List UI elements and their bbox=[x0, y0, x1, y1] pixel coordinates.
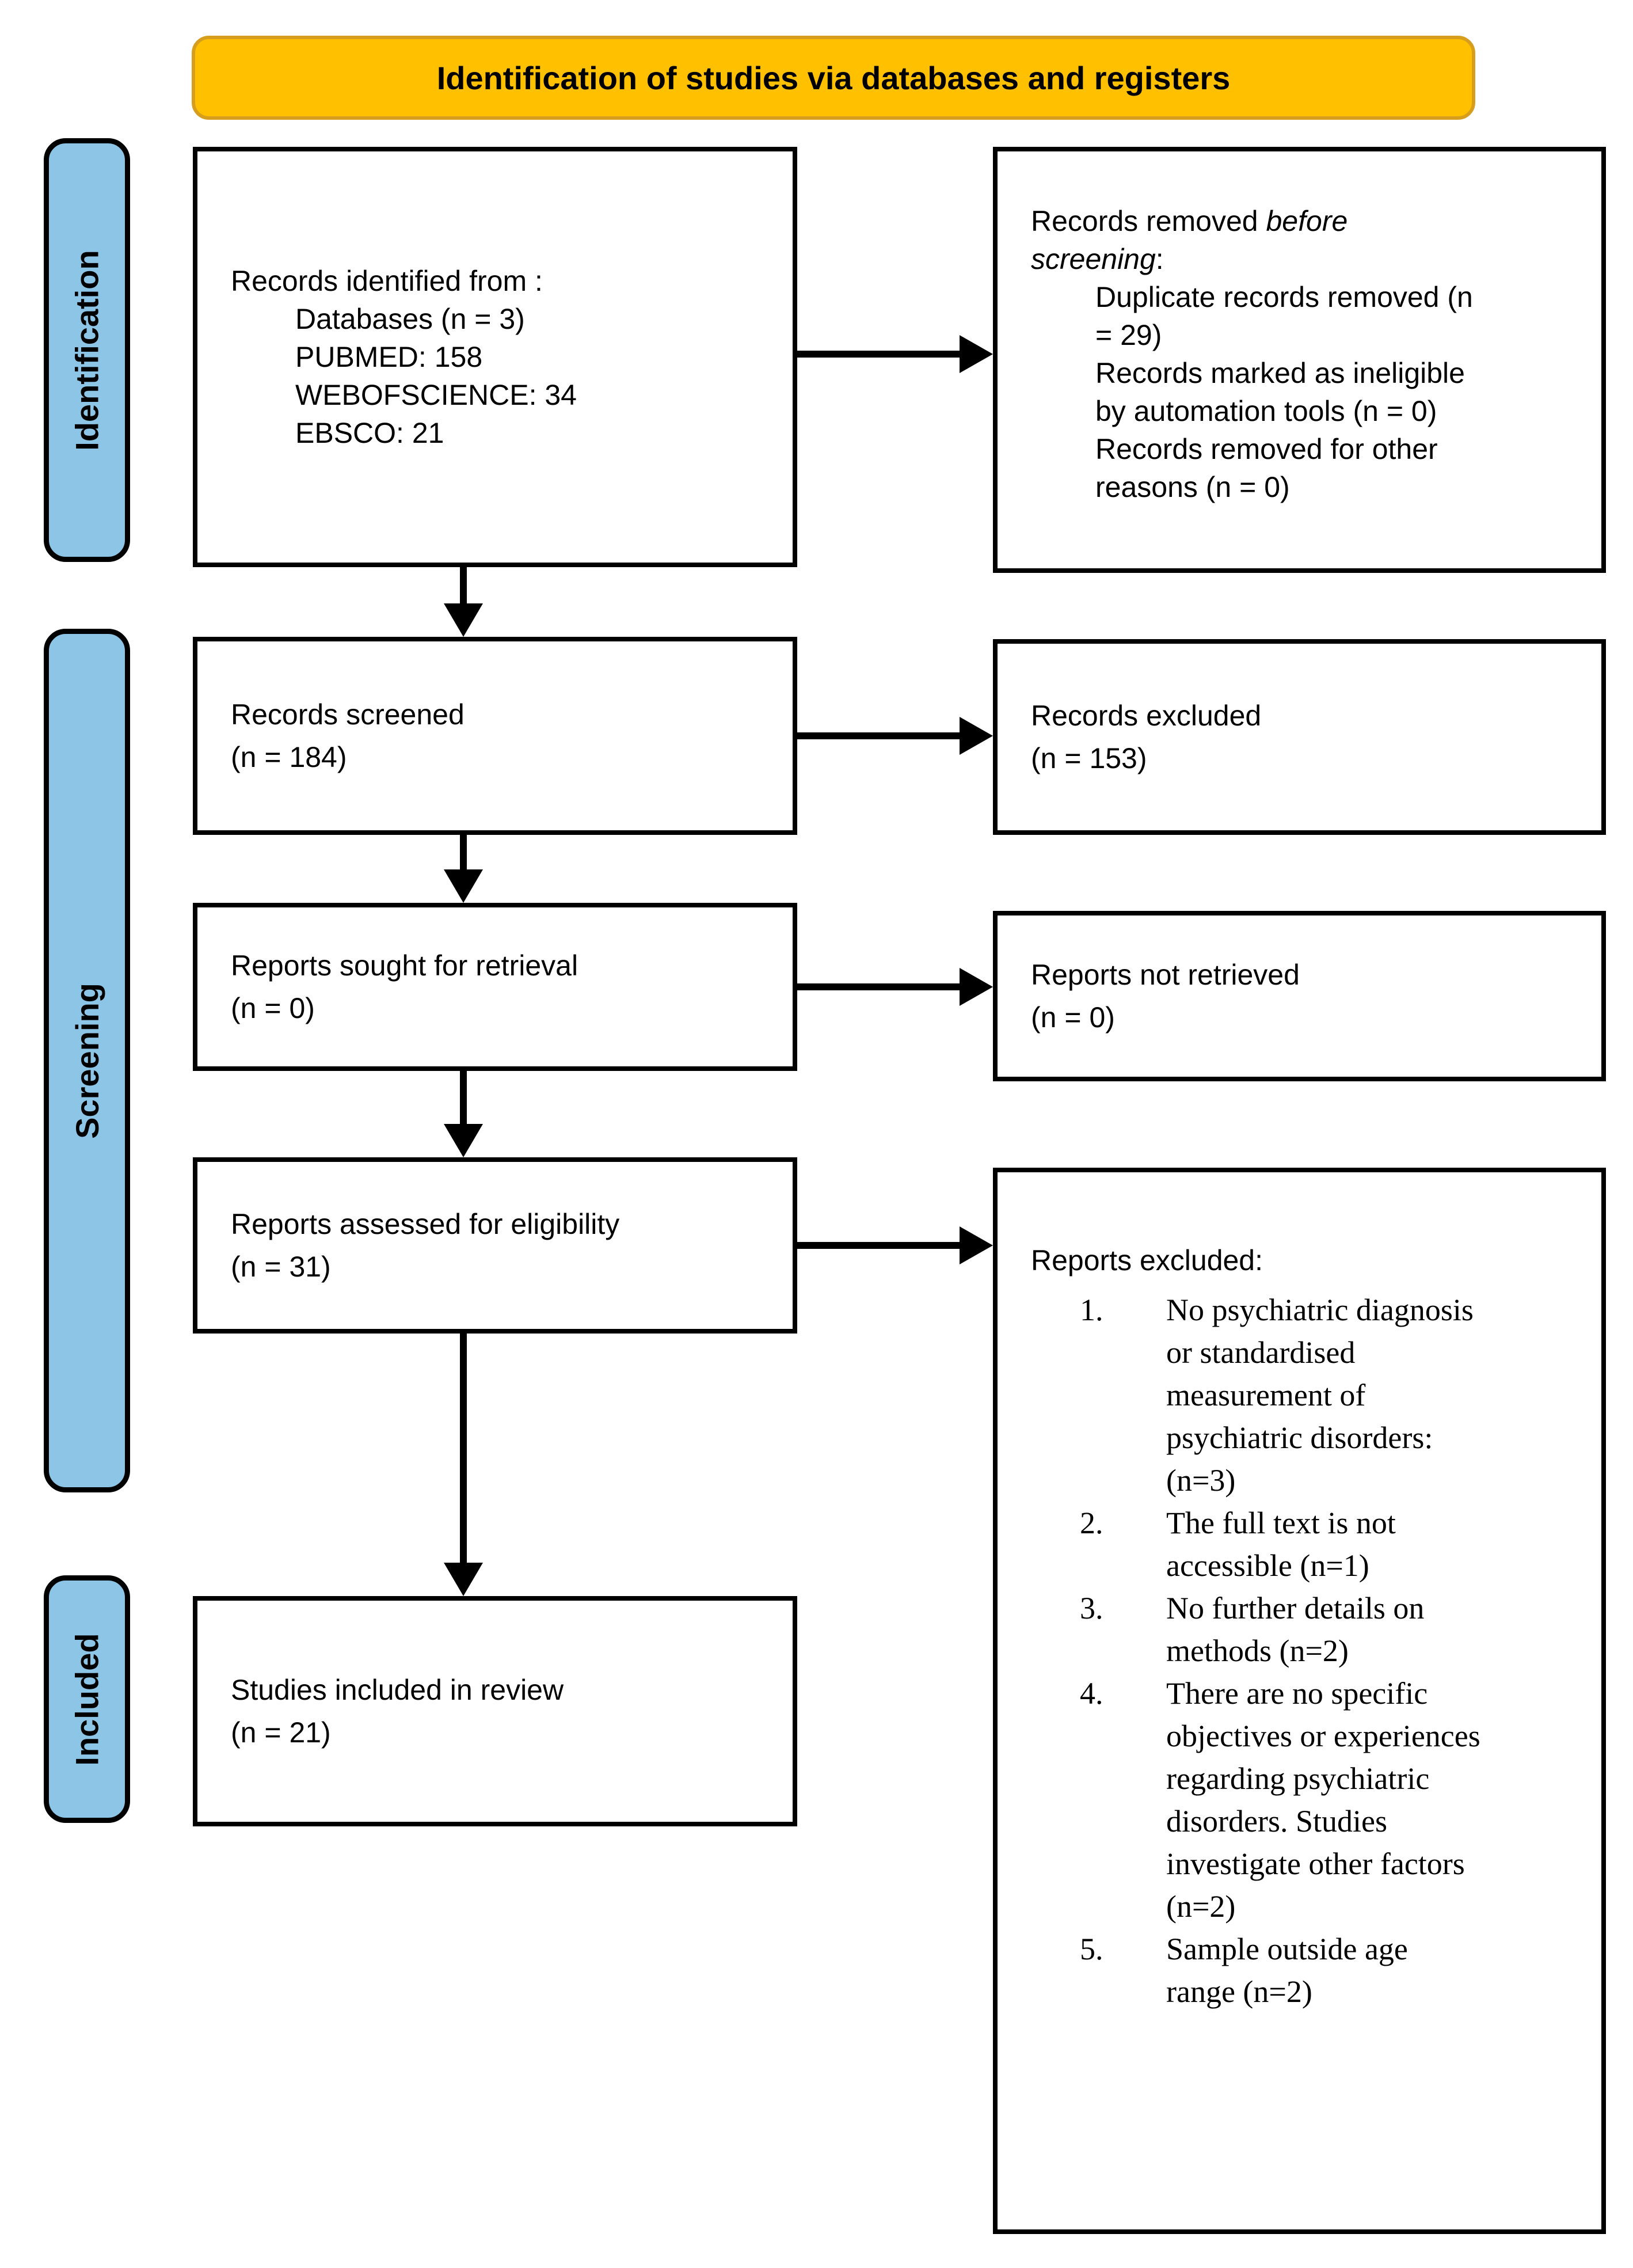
item-number: 5. bbox=[1080, 1932, 1103, 1966]
records-excluded-text: Records excluded (n = 153) bbox=[1031, 700, 1262, 774]
box-reports-sought: Reports sought for retrieval (n = 0) bbox=[193, 903, 797, 1071]
records-removed-item-automation: Records marked as ineligible by automati… bbox=[1095, 357, 1465, 427]
item-number: 3. bbox=[1080, 1591, 1103, 1625]
reports-excluded-item-1: 1. No psychiatric diagnosis or standardi… bbox=[1031, 1289, 1585, 1502]
item-number: 2. bbox=[1080, 1506, 1103, 1540]
reports-excluded-item-5: 5. Sample outside age range (n=2) bbox=[1031, 1928, 1585, 2013]
diagram-title-banner: Identification of studies via databases … bbox=[192, 36, 1475, 120]
reports-excluded-item-2: 2. The full text is not accessible (n=1) bbox=[1031, 1502, 1585, 1587]
item-text: Sample outside age range (n=2) bbox=[1166, 1932, 1408, 2009]
records-identified-databases: Databases (n = 3) bbox=[295, 303, 525, 335]
arrow-assessed-to-reports-excluded-icon bbox=[797, 1226, 993, 1265]
records-removed-intro-italic1: before bbox=[1266, 205, 1348, 237]
arrow-assessed-to-included-icon bbox=[443, 1334, 484, 1596]
item-text: No psychiatric diagnosis or standardised… bbox=[1166, 1293, 1474, 1498]
reports-sought-text: Reports sought for retrieval (n = 0) bbox=[231, 949, 578, 1024]
records-identified-webofscience: WEBOFSCIENCE: 34 bbox=[295, 379, 577, 411]
reports-not-retrieved-text: Reports not retrieved (n = 0) bbox=[1031, 959, 1300, 1034]
box-records-identified: Records identified from : Databases (n =… bbox=[193, 147, 797, 567]
diagram-title: Identification of studies via databases … bbox=[436, 59, 1231, 96]
records-identified-intro: Records identified from : bbox=[231, 265, 543, 297]
records-identified-ebsco: EBSCO: 21 bbox=[295, 417, 444, 449]
reports-assessed-text: Reports assessed for eligibility (n = 31… bbox=[231, 1208, 620, 1283]
box-reports-excluded: Reports excluded: 1. No psychiatric diag… bbox=[993, 1168, 1606, 2234]
studies-included-text: Studies included in review (n = 21) bbox=[231, 1674, 564, 1749]
records-removed-intro-line1: Records removed before bbox=[1031, 202, 1585, 240]
stage-label-identification: Identification bbox=[44, 138, 130, 562]
item-number: 1. bbox=[1080, 1293, 1103, 1327]
reports-excluded-item-3: 3. No further details on methods (n=2) bbox=[1031, 1587, 1585, 1672]
arrow-screened-to-excluded-icon bbox=[797, 716, 993, 755]
stage-label-included: Included bbox=[44, 1575, 130, 1823]
arrow-screened-to-sought-icon bbox=[443, 835, 484, 903]
item-text: No further details on methods (n=2) bbox=[1166, 1591, 1425, 1668]
box-records-removed: Records removed before screening: Duplic… bbox=[993, 147, 1606, 573]
arrow-identified-to-screened-icon bbox=[443, 567, 484, 637]
item-text: There are no specific objectives or expe… bbox=[1166, 1676, 1480, 1924]
box-records-screened: Records screened (n = 184) bbox=[193, 637, 797, 835]
records-removed-item-duplicates: Duplicate records removed (n = 29) bbox=[1095, 281, 1473, 351]
records-removed-intro-line2: screening: bbox=[1031, 240, 1585, 278]
box-studies-included: Studies included in review (n = 21) bbox=[193, 1596, 797, 1826]
item-text: The full text is not accessible (n=1) bbox=[1166, 1506, 1396, 1583]
stage-label-screening: Screening bbox=[44, 629, 130, 1492]
reports-excluded-list: 1. No psychiatric diagnosis or standardi… bbox=[1031, 1289, 1585, 2013]
stage-label-screening-text: Screening bbox=[68, 982, 105, 1139]
stage-label-included-text: Included bbox=[68, 1632, 105, 1766]
reports-excluded-title: Reports excluded: bbox=[1031, 1244, 1263, 1277]
item-number: 4. bbox=[1080, 1676, 1103, 1711]
box-reports-not-retrieved: Reports not retrieved (n = 0) bbox=[993, 911, 1606, 1081]
stage-label-identification-text: Identification bbox=[68, 249, 105, 451]
records-removed-item-other: Records removed for other reasons (n = 0… bbox=[1095, 433, 1438, 503]
arrow-sought-to-not-retrieved-icon bbox=[797, 967, 993, 1006]
records-screened-text: Records screened (n = 184) bbox=[231, 698, 465, 773]
records-identified-pubmed: PUBMED: 158 bbox=[295, 341, 483, 373]
box-records-excluded: Records excluded (n = 153) bbox=[993, 639, 1606, 835]
arrow-sought-to-assessed-icon bbox=[443, 1071, 484, 1157]
reports-excluded-item-4: 4. There are no specific objectives or e… bbox=[1031, 1672, 1585, 1928]
records-removed-intro-suffix: : bbox=[1155, 243, 1164, 275]
records-removed-intro-prefix: Records removed bbox=[1031, 205, 1266, 237]
box-reports-assessed: Reports assessed for eligibility (n = 31… bbox=[193, 1157, 797, 1334]
records-removed-intro-italic2: screening bbox=[1031, 243, 1156, 275]
arrow-identified-to-removed-icon bbox=[797, 335, 993, 374]
